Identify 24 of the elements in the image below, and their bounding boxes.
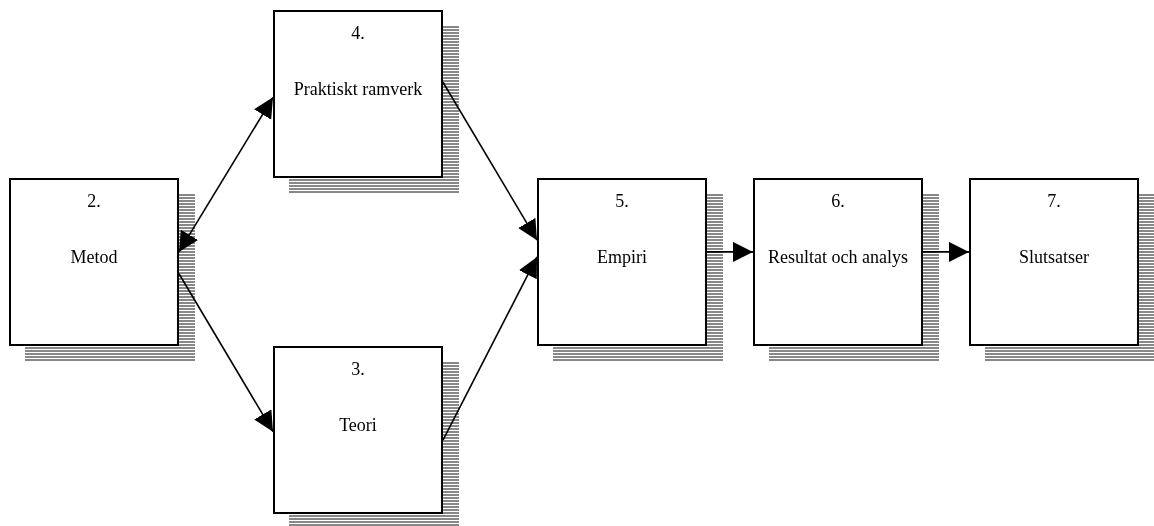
step-title: Resultat och analys	[767, 246, 909, 268]
process-box	[537, 178, 707, 346]
process-box	[969, 178, 1139, 346]
arrow	[178, 272, 274, 433]
process-box	[9, 178, 179, 346]
step-title: Slutsatser	[1018, 246, 1090, 268]
step-number: 2.	[86, 190, 102, 212]
process-box	[273, 346, 443, 514]
step-number: 6.	[830, 190, 846, 212]
step-title: Metod	[69, 246, 119, 268]
arrow	[178, 96, 274, 253]
step-title: Teori	[338, 414, 378, 436]
arrow	[922, 241, 970, 262]
arrow	[442, 256, 538, 441]
step-number: 3.	[350, 358, 366, 380]
process-box	[273, 10, 443, 178]
step-number: 4.	[350, 22, 366, 44]
step-title: Empiri	[596, 246, 648, 268]
arrow	[706, 241, 754, 262]
step-number: 7.	[1046, 190, 1062, 212]
step-number: 5.	[614, 190, 630, 212]
process-box	[753, 178, 923, 346]
arrow	[442, 81, 538, 241]
step-title: Praktiskt ramverk	[292, 78, 424, 100]
